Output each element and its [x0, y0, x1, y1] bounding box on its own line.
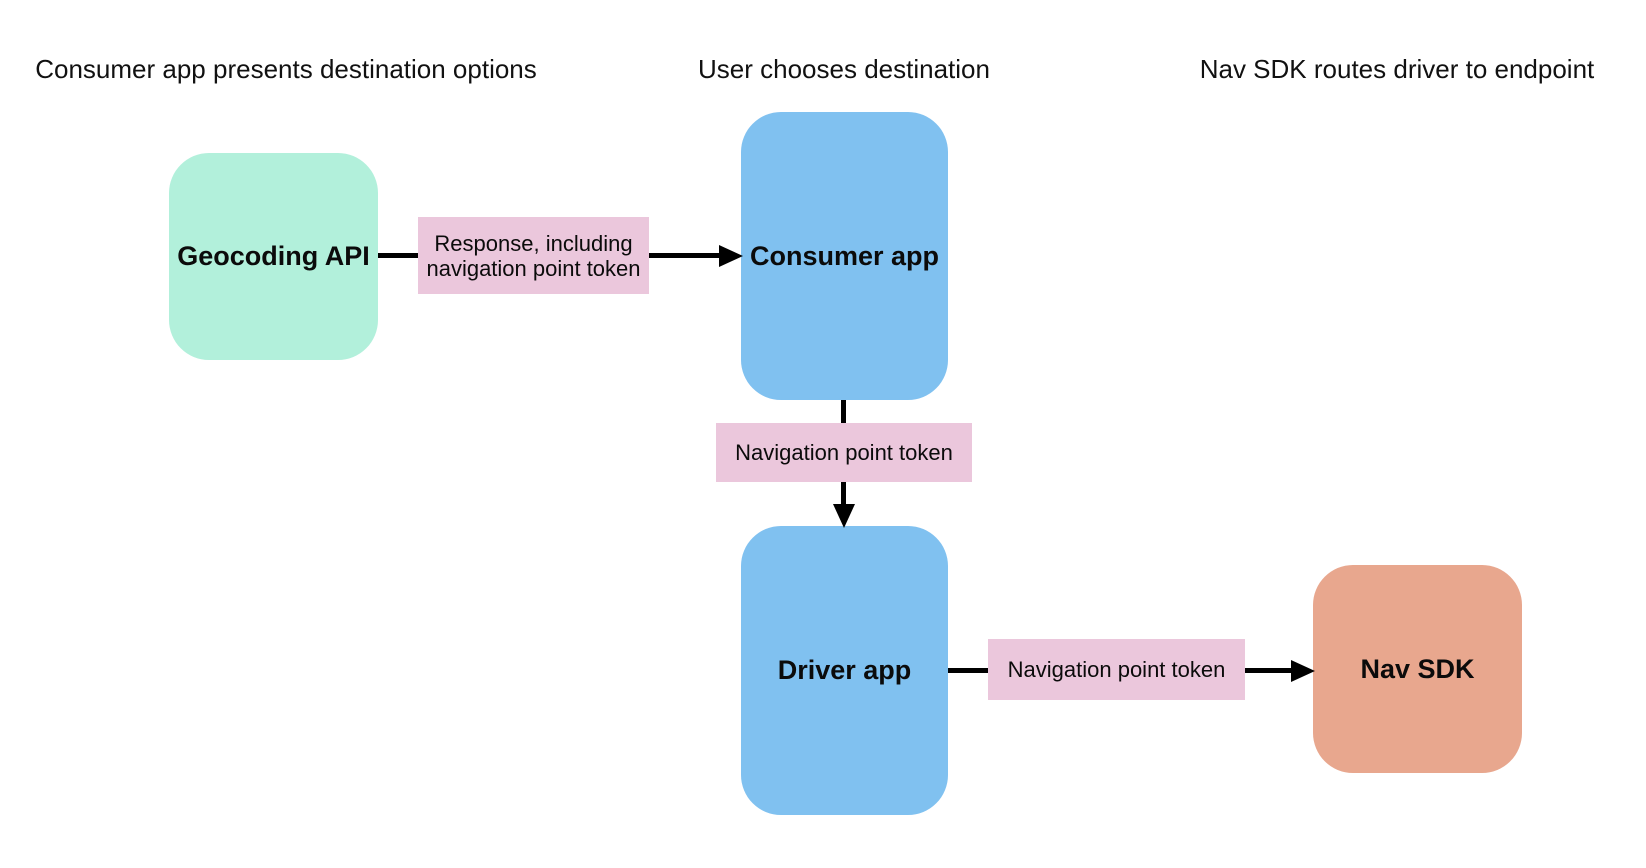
node-driver-app: Driver app	[741, 526, 948, 815]
edge-label-token-driver-to-navsdk: Navigation point token	[988, 639, 1245, 700]
connector-consumer-to-token-label	[841, 400, 846, 423]
edge-label-response-including-token: Response, including navigation point tok…	[418, 217, 649, 294]
node-label-driver-app: Driver app	[777, 655, 912, 685]
node-label-consumer-app: Consumer app	[749, 240, 940, 271]
node-geocoding-api: Geocoding API	[169, 153, 378, 360]
connector-response-label-to-consumer	[649, 253, 719, 258]
phase-header-navsdk-routes: Nav SDK routes driver to endpoint	[1199, 54, 1595, 84]
phase-header-consumer-presents: Consumer app presents destination option…	[35, 54, 537, 84]
connector-token-label-to-navsdk	[1245, 668, 1291, 673]
node-consumer-app: Consumer app	[741, 112, 948, 400]
connector-geocoding-to-response-label	[378, 253, 418, 258]
arrowhead-down-into-driver-icon	[833, 504, 855, 528]
edge-label-token-consumer-to-driver: Navigation point token	[716, 423, 972, 482]
arrowhead-right-into-consumer-icon	[719, 245, 743, 267]
arrowhead-right-into-navsdk-icon	[1291, 660, 1315, 682]
node-nav-sdk: Nav SDK	[1313, 565, 1522, 773]
connector-token-label-to-driver	[841, 482, 846, 504]
connector-driver-to-token-label	[948, 668, 988, 673]
node-label-nav-sdk: Nav SDK	[1360, 653, 1475, 684]
phase-header-user-chooses: User chooses destination	[698, 54, 990, 84]
node-label-geocoding-api: Geocoding API	[177, 241, 370, 271]
